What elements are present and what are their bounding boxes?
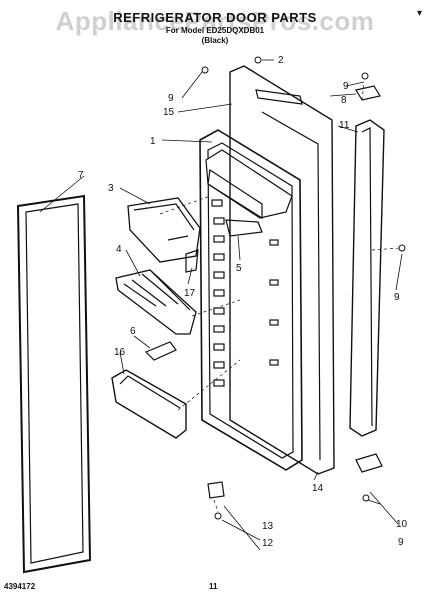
callout-9-bottom: 9 xyxy=(398,537,404,548)
callout-5: 5 xyxy=(236,263,242,274)
egg-tray xyxy=(115,269,197,335)
callout-12: 12 xyxy=(262,538,274,549)
callout-17: 17 xyxy=(184,288,196,299)
callout-2: 2 xyxy=(278,55,284,66)
callout-8: 8 xyxy=(341,95,347,106)
page-number: 11 xyxy=(209,582,218,591)
door-handle-trim xyxy=(349,119,385,437)
shelf-cover xyxy=(225,219,263,237)
callout-14: 14 xyxy=(312,483,324,494)
callout-6: 6 xyxy=(130,326,136,337)
color-note: (Black) xyxy=(201,36,229,45)
door-liner xyxy=(199,129,303,471)
bin-end-cap xyxy=(185,249,199,273)
callout-9-side: 9 xyxy=(394,292,400,303)
callout-10: 10 xyxy=(396,519,408,530)
bracket xyxy=(144,341,177,361)
diagram-title: REFRIGERATOR DOOR PARTS xyxy=(113,10,317,25)
corner-mark: ▾ xyxy=(416,8,422,19)
callout-3: 3 xyxy=(108,183,114,194)
door-gasket xyxy=(16,194,92,574)
shelf-supports xyxy=(211,199,279,387)
callout-1: 1 xyxy=(150,136,156,147)
projection-lines xyxy=(159,81,401,513)
callout-9-top-right: 9 xyxy=(343,81,349,92)
door-stop-bracket xyxy=(207,481,225,499)
top-hinge xyxy=(355,85,381,101)
callout-labels: 1 2 3 4 5 6 7 8 9 9 9 9 10 11 12 13 14 1… xyxy=(78,55,408,549)
callout-11: 11 xyxy=(339,120,350,131)
watermark: AppliancePartsPros.com xyxy=(55,6,375,36)
bottom-hinge xyxy=(355,453,383,473)
door-bin-dairy xyxy=(127,197,201,263)
model-subtitle: For Model ED25DQXDB01 xyxy=(165,26,265,35)
callout-16: 16 xyxy=(114,347,126,358)
screws xyxy=(201,56,406,520)
callout-13: 13 xyxy=(262,521,274,532)
callout-4: 4 xyxy=(116,244,122,255)
callout-9-top-left: 9 xyxy=(168,93,174,104)
door-bin-bottom xyxy=(111,369,187,439)
callout-7: 7 xyxy=(78,170,84,181)
door-outer-panel xyxy=(229,65,335,475)
leader-lines xyxy=(39,59,403,551)
top-rail xyxy=(255,89,303,105)
callout-15: 15 xyxy=(163,107,175,118)
document-number: 4394172 xyxy=(4,582,36,591)
